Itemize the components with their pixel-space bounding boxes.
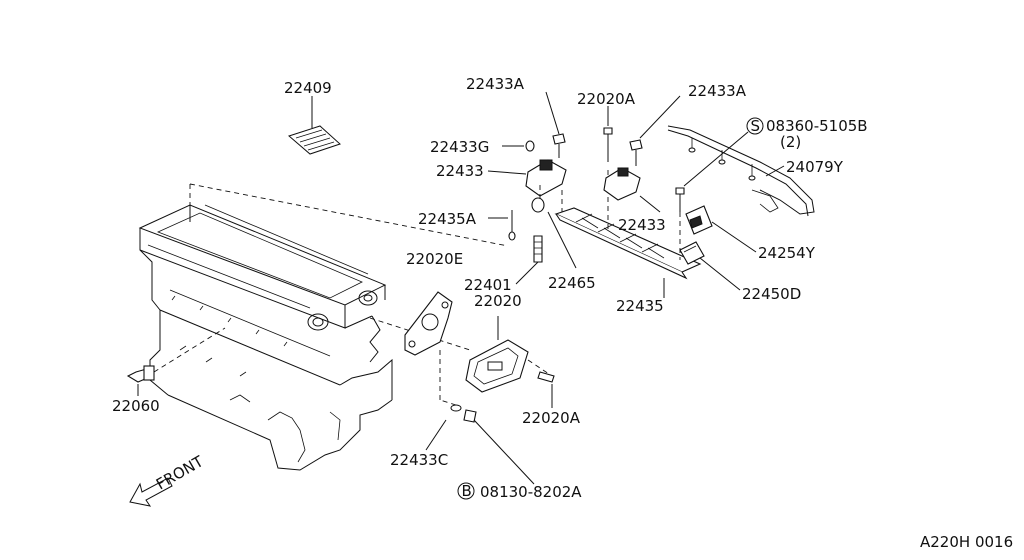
label-22465: 22465: [548, 274, 596, 292]
label-22435: 22435: [616, 297, 664, 315]
s-mark-letter: S: [751, 117, 761, 135]
label-plate-22409: [287, 96, 341, 155]
label-22433C: 22433C: [390, 451, 448, 469]
label-s-qty: (2): [780, 133, 801, 151]
engine-block: [138, 204, 393, 471]
bracket-22433-left: [487, 159, 567, 197]
label-08360-5105B: 08360-5105B: [766, 117, 868, 135]
label-22020: 22020: [474, 292, 522, 310]
bolt-22020A-lower: [537, 371, 555, 408]
label-22433-left: 22433: [436, 162, 484, 180]
plate-22435: [554, 170, 702, 298]
sensor-22020: [465, 316, 553, 393]
label-22435A: 22435A: [418, 210, 477, 228]
label-22433A-left: 22433A: [466, 75, 525, 93]
diagram-code: A220H 0016: [920, 533, 1013, 551]
s-mark-icon: [746, 117, 764, 135]
label-22020A-top: 22020A: [577, 90, 636, 108]
label-22433G: 22433G: [430, 138, 489, 156]
label-22060: 22060: [112, 397, 160, 415]
bolt-22433A-left: [545, 91, 566, 158]
bolt-22433A-right: [629, 95, 681, 166]
pin-22435A: [488, 210, 516, 241]
label-22401: 22401: [464, 276, 512, 294]
label-08130-8202A: 08130-8202A: [480, 483, 582, 501]
bracket-22450D: [679, 241, 741, 291]
label-22433-right: 22433: [618, 216, 666, 234]
b-mark-icon: [457, 482, 475, 500]
label-22433A-right: 22433A: [688, 82, 747, 100]
bolt-22020A-top: [603, 106, 613, 162]
label-22020A-bottom: 22020A: [522, 409, 581, 427]
bracket-22433-right: [603, 167, 661, 213]
washer-22433C: [425, 404, 462, 451]
clip-24254Y: [685, 205, 757, 253]
sensor-22060: [126, 327, 226, 396]
label-front: FRONT: [153, 452, 207, 494]
insulator-22465: [531, 185, 577, 269]
label-24079Y: 24079Y: [786, 158, 844, 176]
grommet-22433G: [502, 140, 535, 152]
harness-24079Y: [667, 125, 815, 217]
label-22409: 22409: [284, 79, 332, 97]
label-22450D: 22450D: [742, 285, 801, 303]
b-mark-letter: B: [462, 482, 472, 500]
label-22020E: 22020E: [406, 250, 463, 268]
bracket-22020E: [404, 291, 453, 400]
bolt-08130-8202A: [439, 399, 535, 485]
bolt-08360-5105B: [675, 131, 749, 260]
front-arrow-icon: [129, 477, 173, 507]
spark-plug-22401: [515, 235, 543, 285]
label-24254Y: 24254Y: [758, 244, 816, 262]
